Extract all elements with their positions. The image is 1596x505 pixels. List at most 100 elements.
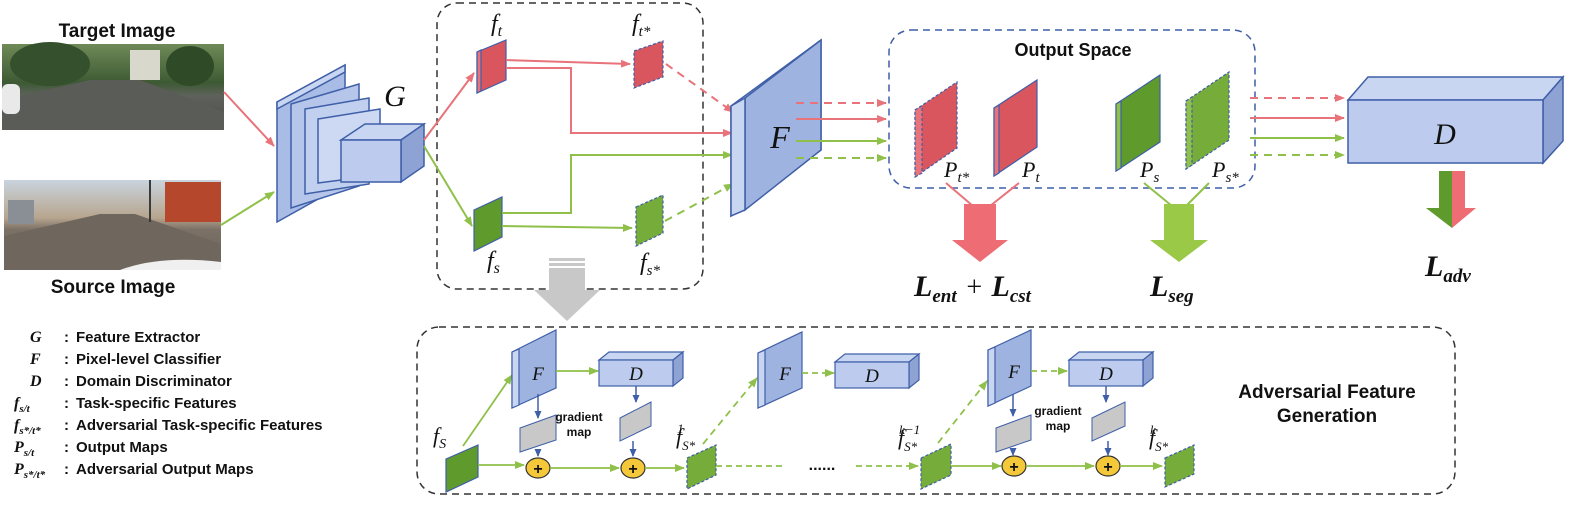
legend-row: G:Feature Extractor (30, 329, 200, 346)
pt-star-label: Pt* (943, 157, 970, 186)
legend-separator: : (64, 373, 69, 390)
d-label: D (1433, 118, 1456, 151)
legend-separator: : (64, 439, 69, 456)
afg-f2-label: F (778, 364, 791, 385)
fs-to-f-arrow (502, 151, 733, 214)
afg-gradient-label-1: gradient (555, 410, 602, 424)
seg-loss-arrow (1143, 182, 1210, 262)
legend-separator: : (64, 351, 69, 368)
afg-fk-label: F (1007, 362, 1020, 383)
fs-star-label: fs* (640, 250, 661, 279)
g-to-ft-arrow (423, 72, 475, 141)
legend-symbol: fs/t (14, 395, 31, 415)
legend-row: F: Pixel-level Classifier (29, 351, 221, 368)
afg-fs-to-f1-arrow (462, 374, 513, 447)
legend-description: Adversarial Output Maps (76, 461, 254, 478)
afg-map-label-k: map (1046, 419, 1071, 433)
legend-symbol: Ps/t (13, 439, 35, 459)
ft-star-feature-map (633, 40, 664, 89)
svg-text:+: + (533, 461, 542, 478)
afg-sum-node-3: + (1001, 455, 1027, 477)
afg-fs1-to-f2-arrow (702, 377, 758, 445)
afg-fsk-map (1164, 444, 1195, 488)
output-space-box (888, 29, 1256, 189)
source-to-g-arrow (220, 191, 275, 226)
legend-symbol: F (29, 351, 41, 368)
f-classifier-block (730, 38, 822, 218)
afg-fk-block (987, 329, 1032, 407)
afg-d2-label: D (864, 366, 879, 387)
afg-fsk1-label: fS*k−1 (898, 422, 920, 454)
fs-to-fsstar-arrow (501, 223, 633, 232)
legend-row: fs/t: Task-specific Features (14, 395, 237, 415)
seg-loss-label: Lseg (1149, 270, 1194, 307)
afg-fsk-label: fS*k (1149, 422, 1169, 454)
svg-text:+: + (1103, 459, 1112, 476)
afg-f2-block (757, 331, 803, 409)
fs-label: fs (487, 248, 500, 277)
fs-star-feature-map (635, 194, 664, 247)
afg-fs1-map (686, 444, 717, 490)
source-image (4, 180, 221, 270)
legend-symbol: D (29, 373, 42, 390)
target-image (2, 42, 224, 130)
g-label: G (384, 80, 406, 113)
afg-gradmap1-left (519, 414, 557, 453)
afg-sum-node-1: + (525, 457, 551, 479)
ps-label: Ps (1139, 157, 1159, 186)
afg-map-label-1: map (567, 425, 592, 439)
legend-separator: : (64, 461, 69, 478)
fs-feature-map (473, 196, 503, 252)
legend-symbol: Ps*/t* (13, 461, 46, 481)
legend-separator: : (64, 329, 69, 346)
svg-text:+: + (1009, 459, 1018, 476)
afg-fsk1-map (920, 443, 952, 490)
ft-label: ft (491, 11, 503, 40)
legend-description: Adversarial Task-specific Features (76, 417, 323, 434)
afg-ellipsis: ...... (809, 457, 836, 474)
afg-d1-label: D (628, 364, 643, 385)
ps-star-label: Ps* (1211, 157, 1239, 186)
afg-f1-block (511, 329, 557, 409)
legend-description: Domain Discriminator (76, 373, 232, 390)
output-space-title: Output Space (1014, 40, 1131, 60)
afg-title-line1: Adversarial Feature (1238, 382, 1415, 403)
legend-separator: : (64, 417, 69, 434)
afg-fsk1-to-fk-arrow (937, 380, 988, 444)
afg-gradmapk-left (995, 414, 1032, 453)
pt-star-map (914, 80, 958, 179)
afg-dk-label: D (1098, 364, 1113, 385)
afg-d2-block (833, 352, 921, 390)
adv-loss-arrow (1426, 171, 1476, 228)
target-image-label: Target Image (59, 21, 176, 42)
afg-gradmapk-right (1091, 401, 1126, 442)
ps-map (1115, 73, 1161, 173)
afg-f1-label: F (531, 364, 544, 385)
adv-loss-label: Ladv (1424, 250, 1471, 287)
legend-row: fs*/t*: Adversarial Task-specific Feature… (14, 417, 323, 437)
ft-feature-map (476, 39, 507, 94)
g-feature-extractor-block (276, 63, 427, 224)
expand-arrow (534, 258, 600, 321)
f-label: F (769, 119, 790, 155)
legend-separator: : (64, 395, 69, 412)
legend-description: Output Maps (76, 439, 168, 456)
afg-fs-map (445, 444, 479, 493)
ft-to-ftstar-arrow (505, 59, 631, 68)
legend-description: Task-specific Features (76, 395, 237, 412)
legend-symbol: fs*/t* (14, 417, 41, 437)
pt-label: Pt (1021, 157, 1040, 186)
afg-gradmap1-right (619, 401, 652, 442)
afg-title-line2: Generation (1277, 406, 1377, 427)
afg-sum-node-2: + (620, 457, 646, 479)
afg-gradient-label-k: gradient (1034, 404, 1081, 418)
ft-to-f-arrow (506, 67, 733, 137)
legend-description: Feature Extractor (76, 329, 200, 346)
ent-cst-loss-label: Lent+Lcst (913, 270, 1032, 307)
legend-row: Ps/t: Output Maps (13, 439, 168, 459)
svg-text:+: + (628, 461, 637, 478)
ps-star-map (1185, 70, 1230, 171)
legend-description: Pixel-level Classifier (76, 351, 221, 368)
